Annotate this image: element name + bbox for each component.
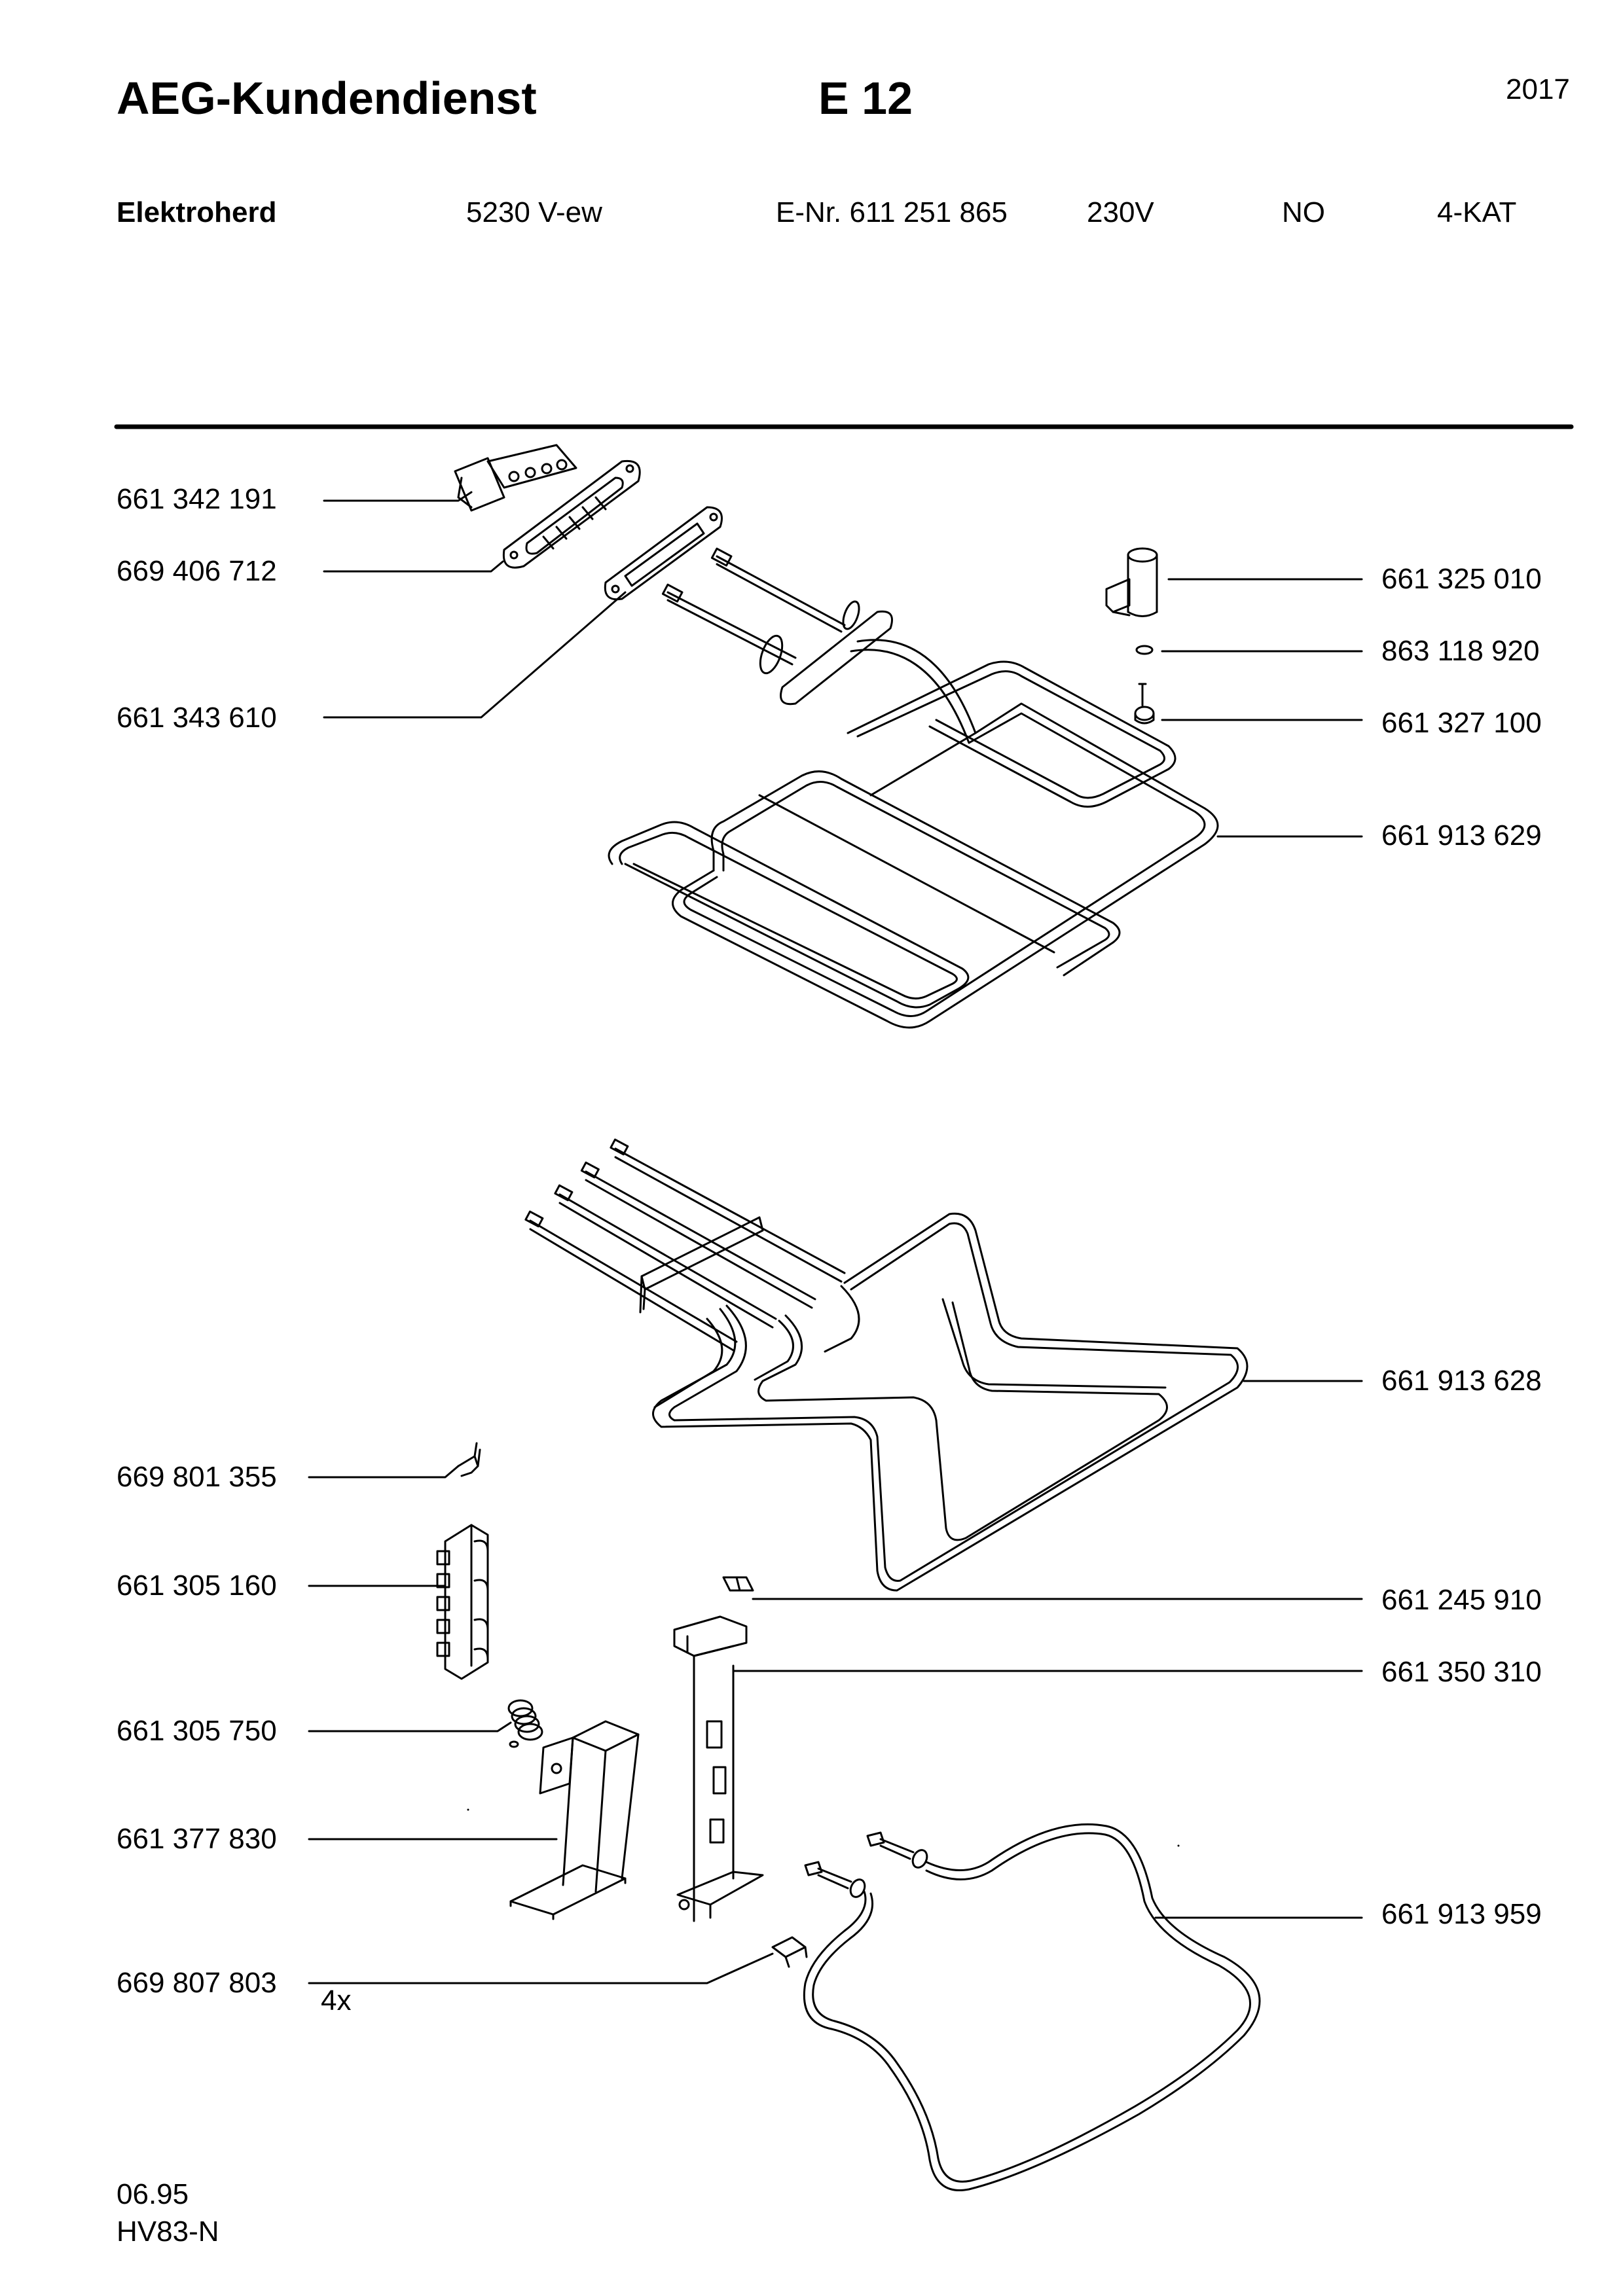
part-number-left: 661 377 830 [117,1823,277,1855]
footer-ref: HV83-N [117,2215,219,2248]
leader-lines-right [732,578,1363,1919]
terminal-block-part [436,1524,489,1680]
holder-part [1105,547,1158,617]
top-heating-element [608,547,1219,1029]
quantity-note: 4x [321,1984,352,2017]
leader-lines-left [308,491,774,1984]
bottom-heating-element [524,1138,1249,1592]
document-code: E 12 [818,73,913,124]
drawing-mark [467,1808,469,1811]
part-number-left: 669 406 712 [117,555,277,587]
product-variant: 4-KAT [1437,196,1517,228]
part-number-left: 669 801 355 [117,1461,277,1493]
part-number-right: 661 913 628 [1381,1365,1542,1397]
o-ring-part [1135,645,1154,655]
small-clip-part [722,1576,754,1592]
product-voltage: 230V [1087,196,1154,228]
flat-gasket-part [604,506,723,601]
connector-part [771,1936,808,1968]
gasket-grille-part [502,459,641,569]
part-number-left: 661 343 610 [117,702,277,734]
screw-part [1134,683,1155,725]
brand-title: AEG-Kundendienst [117,73,537,124]
mounting-bracket-part [673,1615,764,1922]
product-model: 5230 V-ew [466,196,602,228]
drawing-mark [1177,1844,1180,1847]
ring-heating-element [803,1823,1261,2191]
part-number-right: 661 245 910 [1381,1584,1542,1616]
product-enr: E-Nr. 611 251 865 [776,196,1008,228]
switch-bracket-part [454,444,577,512]
part-number-right: 661 327 100 [1381,707,1542,739]
part-number-right: 863 118 920 [1381,635,1540,667]
part-number-left: 661 342 191 [117,483,277,515]
part-number-left: 661 305 160 [117,1570,277,1602]
product-type: Elektroherd [117,196,277,228]
part-number-left: 661 305 750 [117,1715,277,1747]
document-year: 2017 [1506,73,1570,105]
footer-date: 06.95 [117,2178,189,2210]
part-number-right: 661 913 959 [1381,1898,1542,1930]
part-number-right: 661 325 010 [1381,563,1542,595]
part-number-right: 661 913 629 [1381,819,1542,852]
air-duct-part [509,1720,640,1920]
part-number-left: 669 807 803 [117,1967,277,1999]
part-number-right: 661 350 310 [1381,1656,1542,1688]
product-region: NO [1282,196,1325,228]
clip-part [457,1442,481,1477]
spring-part [507,1699,543,1748]
